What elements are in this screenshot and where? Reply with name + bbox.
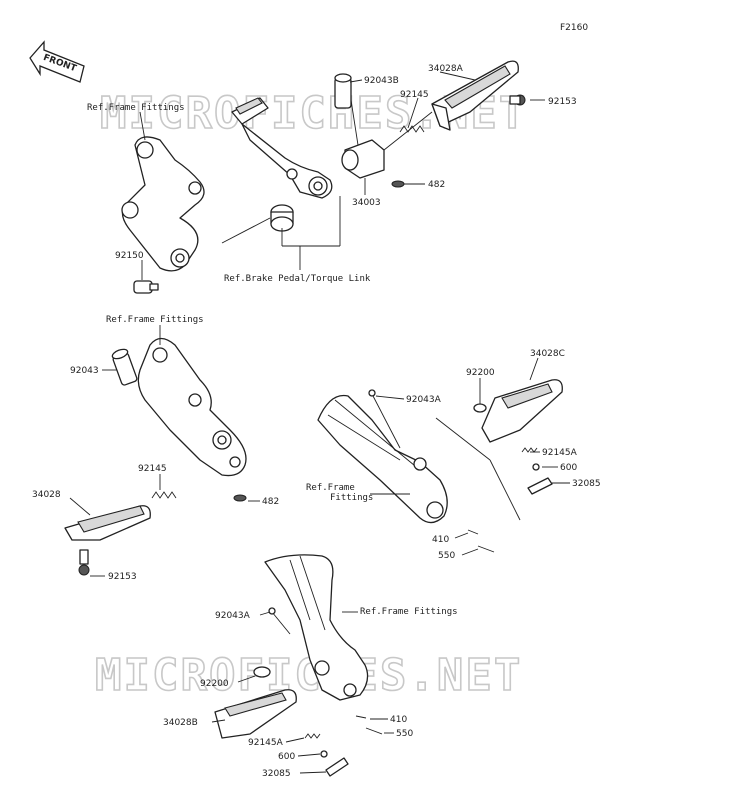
label-92200-bottom: 92200 <box>200 679 229 689</box>
right-frame-bracket <box>317 394 448 524</box>
figure-code: F2160 <box>560 23 588 33</box>
pin-32085-bottom <box>325 757 349 777</box>
pivot-pin-92043A-bottom <box>268 607 291 635</box>
label-32085-right: 32085 <box>572 479 601 489</box>
label-34028B: 34028B <box>163 718 198 728</box>
label-92153-top: 92153 <box>548 97 577 107</box>
ref-brake-pedal: Ref.Brake Pedal/Torque Link <box>224 274 371 284</box>
pivot-pin-92043A-right <box>368 389 401 449</box>
ball-600-bottom <box>320 750 328 758</box>
label-92145A-bottom: 92145A <box>248 738 284 748</box>
cotter-pin-550-bottom <box>365 727 383 735</box>
label-34028A: 34028A <box>428 64 464 74</box>
label-482-left: 482 <box>262 497 279 507</box>
label-482-top: 482 <box>428 180 445 190</box>
bolt-92153-top <box>509 94 526 106</box>
label-600-right: 600 <box>560 463 577 473</box>
cotter-pin-550-right <box>477 545 495 553</box>
brake-pedal-bushing <box>270 204 294 232</box>
ball-600-right <box>532 463 540 471</box>
footpeg-34028 <box>64 505 151 541</box>
label-92150: 92150 <box>115 251 144 261</box>
pivot-pin-92043B <box>334 73 352 109</box>
spring-92145A-right <box>521 447 538 453</box>
right-leaders <box>370 357 570 556</box>
label-92043: 92043 <box>70 366 99 376</box>
label-92145-top: 92145 <box>400 90 429 100</box>
bottom-leaders <box>211 611 394 774</box>
label-92043A-right: 92043A <box>406 395 442 405</box>
label-92145A-right: 92145A <box>542 448 578 458</box>
footpeg-34028A <box>431 60 519 131</box>
left-leaders <box>69 325 260 577</box>
label-92153-left: 92153 <box>108 572 137 582</box>
label-34028: 34028 <box>32 490 61 500</box>
washer-92200-right <box>473 403 487 413</box>
ref-frame-fittings-1: Ref.Frame Fittings <box>87 103 185 113</box>
brake-pedal <box>231 97 333 199</box>
ref-frame-fittings-3-line1: Ref.Frame <box>306 483 355 493</box>
label-32085-bottom: 32085 <box>262 769 291 779</box>
washer-92200-bottom <box>253 666 271 678</box>
ref-frame-fittings-3-line2: Fittings <box>330 493 373 503</box>
holder-34003 <box>341 139 385 179</box>
label-92145-left: 92145 <box>138 464 167 474</box>
front-arrow-icon: FRONT <box>29 40 85 83</box>
label-600-bottom: 600 <box>278 752 295 762</box>
ref-frame-fittings-2: Ref.Frame Fittings <box>106 315 204 325</box>
label-92200-right: 92200 <box>466 368 495 378</box>
label-410-bottom: 410 <box>390 715 407 725</box>
footpeg-34028B <box>214 689 297 739</box>
label-550-right: 550 <box>438 551 455 561</box>
washer-410-bottom <box>355 715 367 719</box>
spring-92145A-bottom <box>304 733 321 739</box>
pin-32085-right <box>527 477 553 495</box>
label-34028C: 34028C <box>530 349 565 359</box>
washer-410-right <box>467 529 479 535</box>
label-550-bottom: 550 <box>396 729 413 739</box>
pivot-pin-92043 <box>111 348 138 386</box>
left-frame-bracket <box>137 337 247 477</box>
top-frame-bracket <box>121 136 205 272</box>
label-34003: 34003 <box>352 198 381 208</box>
footpeg-34028C <box>481 379 563 443</box>
label-92043A-bottom: 92043A <box>215 611 251 621</box>
watermark-bottom: MICROFICHES.NET <box>95 650 522 701</box>
bolt-92150 <box>133 280 159 294</box>
ref-frame-fittings-4: Ref.Frame Fittings <box>360 607 458 617</box>
bottom-frame-bracket <box>264 554 369 701</box>
label-410-right: 410 <box>432 535 449 545</box>
top-leaders <box>139 71 545 280</box>
bolt-92153-left <box>78 549 90 576</box>
washer-482-left <box>233 494 247 502</box>
label-92043B: 92043B <box>364 76 399 86</box>
washer-482-top <box>391 180 405 188</box>
spring-92145-top <box>399 125 425 133</box>
spring-92145-left <box>151 491 177 499</box>
